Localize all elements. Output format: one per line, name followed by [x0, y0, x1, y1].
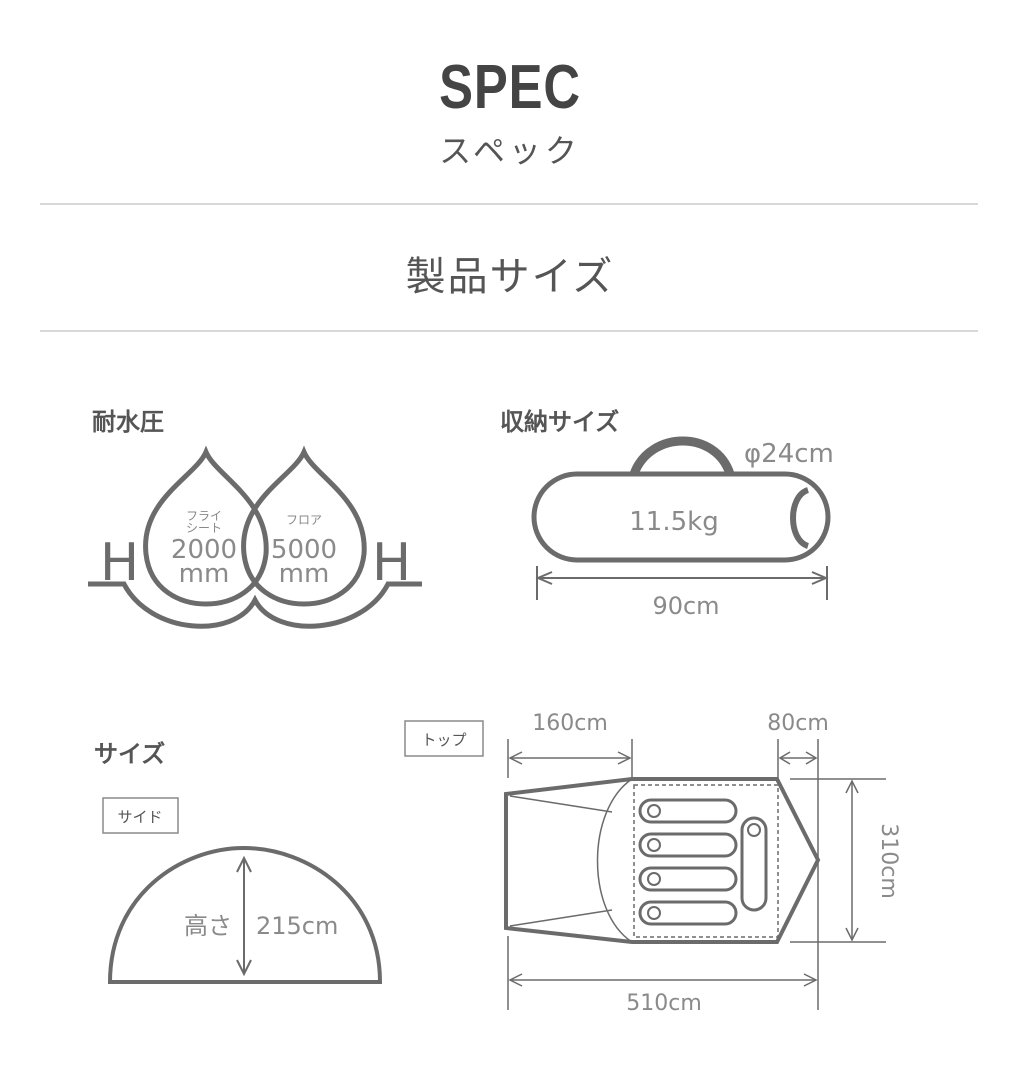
sleeping-bag-5 — [740, 816, 768, 912]
vestibule-lines — [509, 795, 613, 927]
height-arrow-bottom — [236, 959, 252, 977]
water-base-outline — [88, 581, 422, 629]
fly-sheet-value: 2000 — [171, 535, 237, 565]
top-tag: トップ — [421, 731, 466, 749]
bag-body — [531, 471, 831, 563]
bag-arrow-left — [535, 571, 553, 585]
fly-sheet-label-line1: フライ — [186, 509, 222, 523]
sleeping-bag-2 — [638, 832, 738, 858]
fly-sheet-unit: mm — [179, 559, 230, 589]
page-subtitle: スペック — [439, 132, 581, 170]
h-symbol-left: H — [100, 533, 139, 593]
floor-drop-icon — [241, 445, 367, 607]
dome-outline — [107, 845, 383, 984]
bag-length: 90cm — [652, 592, 719, 620]
side-tag-box — [102, 797, 179, 834]
section-divider — [40, 330, 978, 332]
fly-sheet-drop-icon — [143, 445, 269, 607]
dim-80-arrows — [778, 751, 818, 765]
tent-width: 310cm — [876, 823, 901, 899]
top-divider — [40, 203, 978, 205]
sleeping-bag-4-head — [647, 906, 661, 920]
water-pressure-diagram — [88, 445, 422, 629]
sleeping-bag-3 — [638, 866, 738, 892]
vestibule-length: 160cm — [532, 711, 608, 736]
height-label: 高さ — [184, 912, 232, 940]
floor-unit: mm — [279, 559, 330, 589]
size-label: サイズ — [94, 740, 166, 768]
sleeping-bag-1-head — [647, 804, 661, 818]
fly-sheet-label-line2: シート — [186, 521, 222, 535]
inner-tent-outline — [633, 784, 779, 938]
rear-length: 80cm — [767, 711, 829, 736]
sleeping-bag-3-head — [647, 872, 661, 886]
water-pressure-label: 耐水圧 — [92, 408, 164, 436]
storage-size-label: 収納サイズ — [500, 408, 620, 436]
storage-bag-diagram — [531, 436, 831, 600]
bag-end-opening — [790, 487, 810, 549]
page-title: SPEC — [439, 53, 581, 122]
sleeping-bag-5-head — [747, 823, 761, 837]
bag-weight: 11.5kg — [629, 507, 718, 537]
height-value: 215cm — [256, 912, 338, 940]
sleeping-bag-1 — [638, 798, 738, 824]
dim-160-arrows — [508, 751, 632, 765]
sleeping-bag-4 — [638, 900, 738, 926]
section-title: 製品サイズ — [405, 254, 615, 300]
dim-310-arrows — [845, 779, 859, 942]
sleeping-bag-icons — [638, 798, 768, 926]
h-symbol-right: H — [372, 533, 411, 593]
floor-label: フロア — [286, 513, 322, 527]
bag-diameter: φ24cm — [744, 439, 834, 469]
top-view-diagram — [504, 739, 886, 1010]
dim-510-arrows — [508, 973, 818, 987]
bag-arrow-right — [811, 571, 829, 585]
height-arrow-top — [236, 855, 252, 873]
tent-total-length: 510cm — [626, 991, 702, 1016]
side-view-diagram — [107, 845, 383, 984]
bag-handle — [629, 436, 735, 476]
sleeping-bag-2-head — [647, 838, 661, 852]
tent-footprint — [504, 777, 821, 944]
top-tag-box — [404, 720, 484, 757]
door-curve — [596, 778, 633, 943]
floor-value: 5000 — [271, 535, 337, 565]
side-tag: サイド — [117, 808, 162, 826]
